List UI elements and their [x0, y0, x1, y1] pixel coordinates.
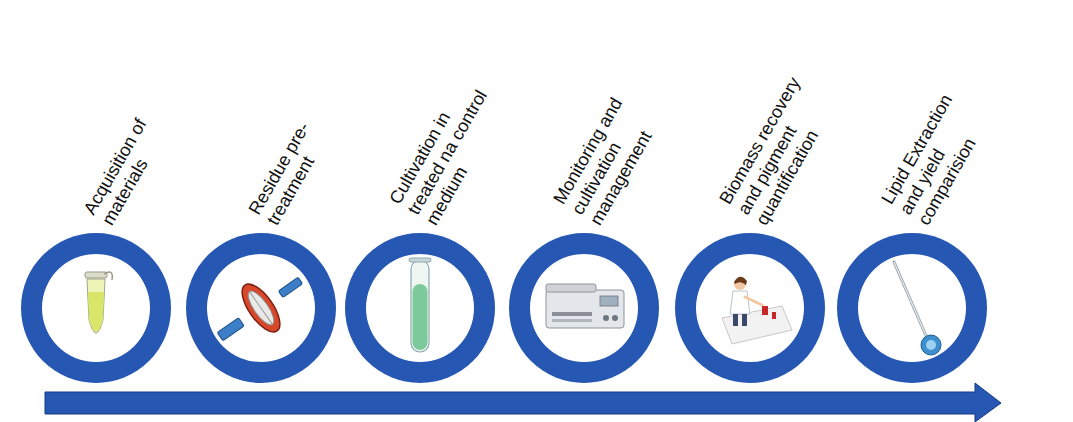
step-label: Monitoring and cultivation management: [549, 75, 675, 229]
step-circle: Monitoring and cultivation management: [509, 233, 659, 383]
step-circle: Biomass recovery and pigment quantificat…: [675, 233, 825, 383]
step-label: Residue pre-treatment: [245, 97, 345, 229]
step-label: Biomass recovery and pigment quantificat…: [715, 59, 850, 229]
flow-arrow: [45, 383, 1001, 422]
step-circle: Lipid Extraction and yield comparision: [837, 233, 987, 383]
step-circle: Cultivation in treated na control medium: [345, 233, 495, 383]
step-label: Lipid Extraction and yield comparision: [877, 68, 1007, 229]
step-label: Acquisition of materials: [80, 91, 184, 229]
step-circle: Acquisition of materials: [21, 233, 171, 383]
step-label: Cultivation in treated na control medium: [385, 75, 511, 229]
step-circle: Residue pre-treatment: [186, 233, 336, 383]
